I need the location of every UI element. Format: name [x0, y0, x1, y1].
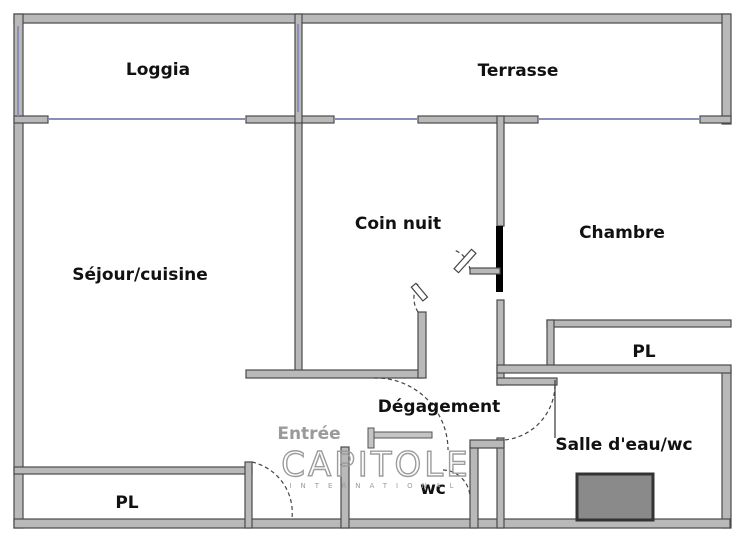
door-leaf-coin-nuit	[410, 282, 429, 302]
wall-salle-eau-top	[496, 377, 558, 386]
label-sejour-cuisine: Séjour/cuisine	[72, 265, 208, 285]
wall-wc-top-right	[469, 439, 505, 449]
label-salle-eau-wc: Salle d'eau/wc	[555, 435, 692, 455]
wall-loggia-left	[13, 115, 49, 124]
label-chambre: Chambre	[579, 223, 665, 243]
wall-bottom	[13, 518, 731, 529]
wall-pl-sejour-right	[244, 461, 253, 529]
wall-loggia-right	[245, 115, 335, 124]
windows	[17, 24, 700, 120]
label-wc: wc	[420, 479, 446, 499]
wall-wc-right	[469, 446, 479, 529]
wall-terrasse-right	[699, 115, 732, 124]
label-entree: Entrée	[277, 424, 340, 444]
wall-coin-nuit-door-jamb	[417, 311, 427, 379]
room-labels: Loggia Terrasse Coin nuit Chambre Séjour…	[72, 60, 692, 513]
doors	[251, 248, 556, 519]
watermark-tagline: INTERNATIONAL	[289, 482, 462, 490]
label-degagement: Dégagement	[378, 397, 500, 417]
wall-pl-chambre-top	[546, 319, 732, 328]
exterior-walls	[13, 13, 732, 529]
door-arc-entree	[251, 461, 293, 519]
door-arc-coin-nuit	[413, 283, 419, 313]
sliding-partition	[496, 226, 503, 292]
wall-right-lower	[721, 369, 732, 529]
door-jamb-chambre	[469, 267, 501, 275]
door-arc-wc	[442, 469, 471, 498]
wall-right-upper	[721, 13, 732, 125]
wall-salle-eau-left	[496, 437, 505, 529]
door-leaf-chambre	[453, 248, 477, 274]
wall-wc-left	[340, 446, 350, 529]
wall-sejour-coin-nuit	[294, 122, 303, 372]
door-leaf-degagement	[371, 431, 433, 439]
door-arc-salle-eau	[503, 384, 556, 441]
wall-pl-sejour-top	[13, 466, 253, 475]
label-loggia: Loggia	[126, 60, 190, 80]
wall-top	[13, 13, 731, 24]
label-terrasse: Terrasse	[478, 61, 559, 81]
door-jamb-degagement	[367, 427, 375, 449]
wall-terrasse-left	[417, 115, 539, 124]
wall-pl-chambre-left	[546, 319, 555, 373]
watermark-brand: CAPITOLE	[281, 445, 470, 485]
interior-walls	[13, 13, 732, 529]
label-pl-chambre: PL	[632, 342, 655, 362]
shower-tray	[575, 472, 655, 522]
wall-coin-nuit-bottom	[245, 369, 423, 379]
wall-chambre-bottom	[496, 364, 732, 374]
wall-coin-chambre-upper	[496, 115, 505, 227]
door-arc-degagement	[373, 377, 449, 451]
watermark: CAPITOLE INTERNATIONAL	[281, 444, 470, 490]
label-coin-nuit: Coin nuit	[355, 214, 441, 234]
label-pl-sejour: PL	[115, 493, 138, 513]
